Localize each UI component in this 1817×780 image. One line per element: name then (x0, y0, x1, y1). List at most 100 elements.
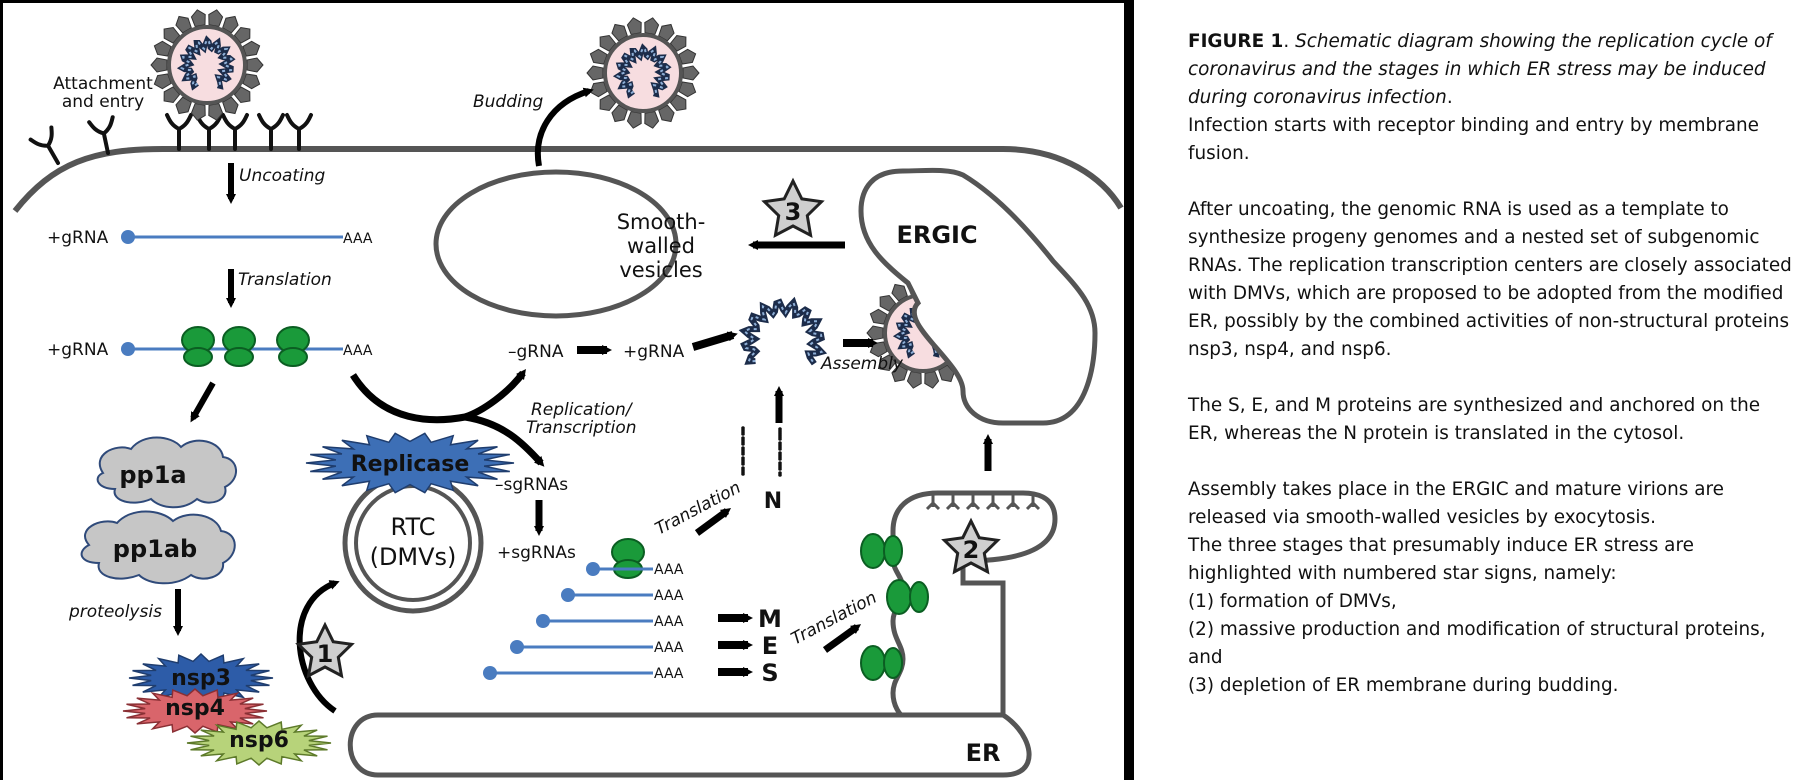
ribosome (181, 326, 215, 367)
n-protein-dot (778, 473, 782, 477)
polya-1: AAA (343, 231, 373, 247)
smooth-label-3: vesicles (619, 258, 702, 282)
caption-item-3: (3) depletion of ER membrane during budd… (1188, 675, 1619, 696)
caption-title: FIGURE 1. Schematic diagram showing the … (1188, 28, 1793, 112)
er-ribosome (886, 579, 929, 615)
er-spike-icon (1005, 495, 1021, 511)
plus-grna-label: +gRNA (623, 342, 685, 362)
cell-membrane (12, 146, 1124, 213)
smooth-label-1: Smooth- (617, 210, 706, 234)
sgrna-cap (483, 666, 497, 680)
caption-title-text: Schematic diagram showing the replicatio… (1188, 31, 1772, 108)
er-spike-icon (1025, 495, 1041, 511)
sgrna-cap (586, 562, 600, 576)
dmvs-label: (DMVs) (370, 543, 457, 571)
caption-para-4b: The three stages that presumably induce … (1188, 535, 1694, 584)
replication-arrow-down (464, 413, 545, 467)
sgrna-polya: AAA (654, 614, 684, 630)
replication-cycle-diagram: Attachment and entry Uncoating +gRNA AAA… (3, 3, 1124, 780)
title-separator: . (1283, 31, 1296, 52)
n-protein-dot (778, 429, 782, 433)
figure-label: FIGURE 1 (1188, 31, 1284, 52)
replication-arrow-up (350, 369, 527, 424)
n-protein-dot (741, 462, 745, 466)
n-protein-dot (778, 467, 782, 471)
budding-label: Budding (473, 92, 544, 112)
minus-sgrnas-label: –sgRNAs (495, 475, 568, 495)
translation-arrow-3 (822, 624, 862, 653)
caption-para-2: After uncoating, the genomic RNA is used… (1188, 199, 1792, 360)
n-protein-dot (741, 432, 745, 436)
replicase-label: Replicase (351, 452, 470, 477)
caption-para-1: Infection starts with receptor binding a… (1188, 115, 1759, 164)
figure-frame: Attachment and entry Uncoating +gRNA AAA… (0, 0, 1134, 780)
er-spike-icon (925, 495, 941, 511)
budding-arrow (534, 87, 594, 167)
e-protein-label: E (762, 632, 778, 660)
ribosome (222, 326, 256, 367)
caption-item-2: (2) massive production and modification … (1188, 619, 1766, 668)
caption-item-1: (1) formation of DMVs, (1188, 591, 1397, 612)
smooth-walled-vesicle (433, 169, 679, 319)
n-protein-label: N (764, 489, 782, 514)
receptor-icon (28, 125, 60, 165)
nsp6-label: nsp6 (229, 728, 289, 753)
polya-2: AAA (343, 343, 373, 359)
replication-label: Replication/ (531, 400, 634, 420)
sgrna-cap (536, 614, 550, 628)
n-protein-dot (778, 457, 782, 461)
sgrna-polya: AAA (654, 588, 684, 604)
assembly-label: Assembly (820, 354, 904, 374)
virion-entering (150, 9, 264, 121)
nsp3-label: nsp3 (171, 666, 231, 691)
star-2: 2 (941, 517, 1001, 575)
receptor-icon (165, 113, 193, 151)
er-ribosome (860, 533, 903, 569)
sgrna-polya: AAA (654, 562, 684, 578)
proteolysis-label: proteolysis (68, 602, 162, 622)
er-spike-icon (945, 495, 961, 511)
n-protein-dot (741, 472, 745, 476)
sgrna-cap (561, 588, 575, 602)
grna-label-1: +gRNA (47, 228, 109, 248)
nsp6-burst (186, 720, 332, 766)
transcription-label: Transcription (526, 418, 637, 438)
minus-grna-label: –gRNA (508, 342, 564, 362)
sgrna-cap (510, 640, 524, 654)
receptor-icon (285, 113, 313, 151)
receptor-icon (257, 113, 285, 151)
nsp4-label: nsp4 (165, 696, 225, 721)
er-label: ER (966, 739, 1001, 767)
ergic-label: ERGIC (896, 221, 977, 249)
translation-label-1: Translation (238, 270, 332, 290)
star-3-label: 3 (785, 198, 802, 226)
s-protein-label: S (761, 659, 778, 687)
star-1: 1 (295, 621, 355, 679)
figure-caption: FIGURE 1. Schematic diagram showing the … (1188, 28, 1793, 700)
and-entry-label: and entry (62, 92, 144, 112)
ribosome-sgrna (611, 538, 645, 579)
pp1ab-cloud (80, 510, 236, 585)
pp1a-label: pp1a (119, 461, 186, 489)
ergic-compartment (858, 167, 1098, 426)
pp1a-cloud (96, 436, 237, 509)
replicase-burst (305, 432, 515, 494)
n-protein-dot (741, 442, 745, 446)
rtc-label: RTC (391, 513, 436, 541)
cap-1 (121, 230, 135, 244)
cap-2 (121, 342, 135, 356)
receptor-icon (221, 113, 249, 151)
title-end: . (1446, 87, 1453, 108)
star-2-label: 2 (963, 536, 980, 564)
er-spike-icon (985, 495, 1001, 511)
n-protein-dot (741, 452, 745, 456)
arrow-to-pp1a (190, 381, 216, 423)
er-spike-icon (965, 495, 981, 511)
uncoating-label: Uncoating (239, 166, 326, 186)
er-ribosome (860, 645, 903, 681)
ribosome (276, 326, 310, 367)
m-protein-label: M (758, 605, 782, 633)
n-protein-dot (778, 447, 782, 451)
n-protein-dot (778, 437, 782, 441)
pp1ab-label: pp1ab (113, 535, 197, 563)
